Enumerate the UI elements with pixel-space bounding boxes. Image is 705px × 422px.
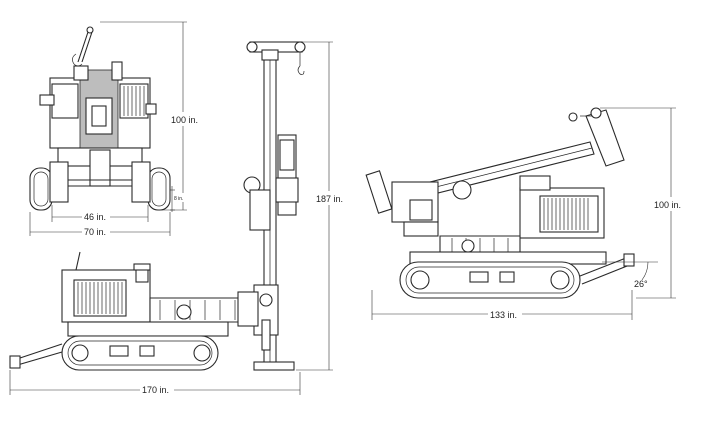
transport-track [399, 261, 581, 299]
transport-view [365, 107, 635, 299]
front-track-inner-label: 46 in. [84, 212, 106, 222]
side-length-label: 170 in. [142, 385, 169, 395]
front-crane-arm [72, 26, 94, 67]
front-track-outer-label: 70 in. [84, 227, 106, 237]
front-view [29, 26, 171, 211]
transport-dimensions: 100 in. 133 in. 26° [371, 107, 688, 320]
transport-angle-label: 26° [634, 279, 648, 289]
front-dimensions: 100 in. 8 in. 46 in. 70 in. [29, 21, 198, 238]
transport-length-label: 133 in. [490, 310, 517, 320]
side-dimensions: 187 in. 170 in. [9, 41, 351, 396]
front-height-label: 100 in. [171, 115, 198, 125]
side-mast-height-label: 187 in. [316, 194, 343, 204]
front-right-track [147, 167, 171, 211]
side-view [9, 41, 306, 371]
transport-height-label: 100 in. [654, 200, 681, 210]
front-left-track [29, 167, 53, 211]
front-clearance-label: 8 in. [174, 196, 183, 202]
